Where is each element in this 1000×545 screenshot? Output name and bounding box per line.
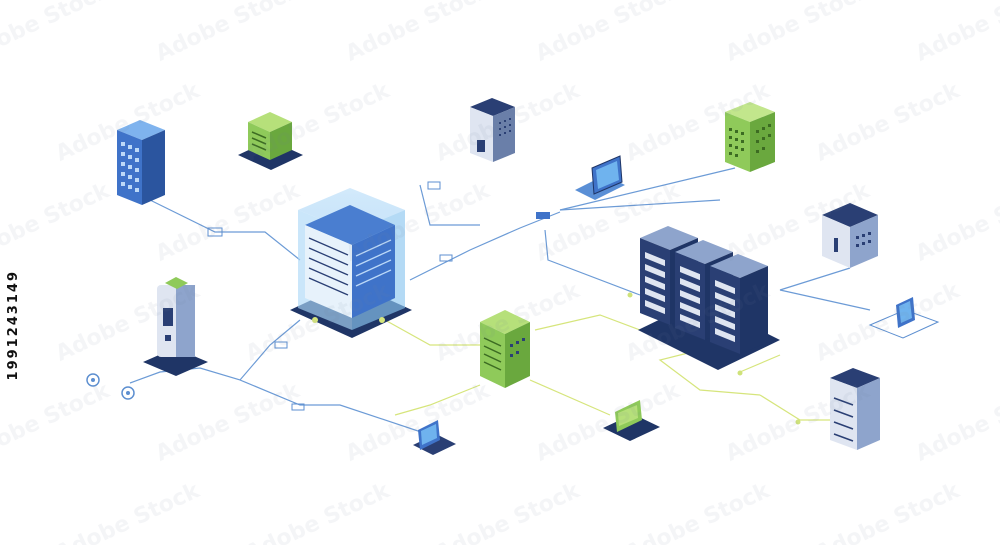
office-tower-door <box>470 98 515 162</box>
green-server-center <box>480 310 530 388</box>
laptop-blue-icon <box>413 420 456 455</box>
network-links-blue <box>129 167 871 436</box>
stock-image-id: 1991243149 <box>6 270 21 381</box>
cube-building <box>822 203 878 268</box>
cylinder-server <box>143 277 208 376</box>
smartphone-icon <box>868 297 940 339</box>
green-building <box>725 102 775 172</box>
server-rack-cluster <box>638 226 780 370</box>
link-nodes <box>86 181 801 425</box>
light-server <box>830 368 880 450</box>
central-server-glass <box>290 188 412 338</box>
office-building-blue <box>117 120 165 205</box>
green-server-small <box>238 112 303 170</box>
network-links-yellow <box>384 314 830 421</box>
laptop-icon <box>575 155 625 200</box>
laptop-green-icon <box>603 400 660 441</box>
